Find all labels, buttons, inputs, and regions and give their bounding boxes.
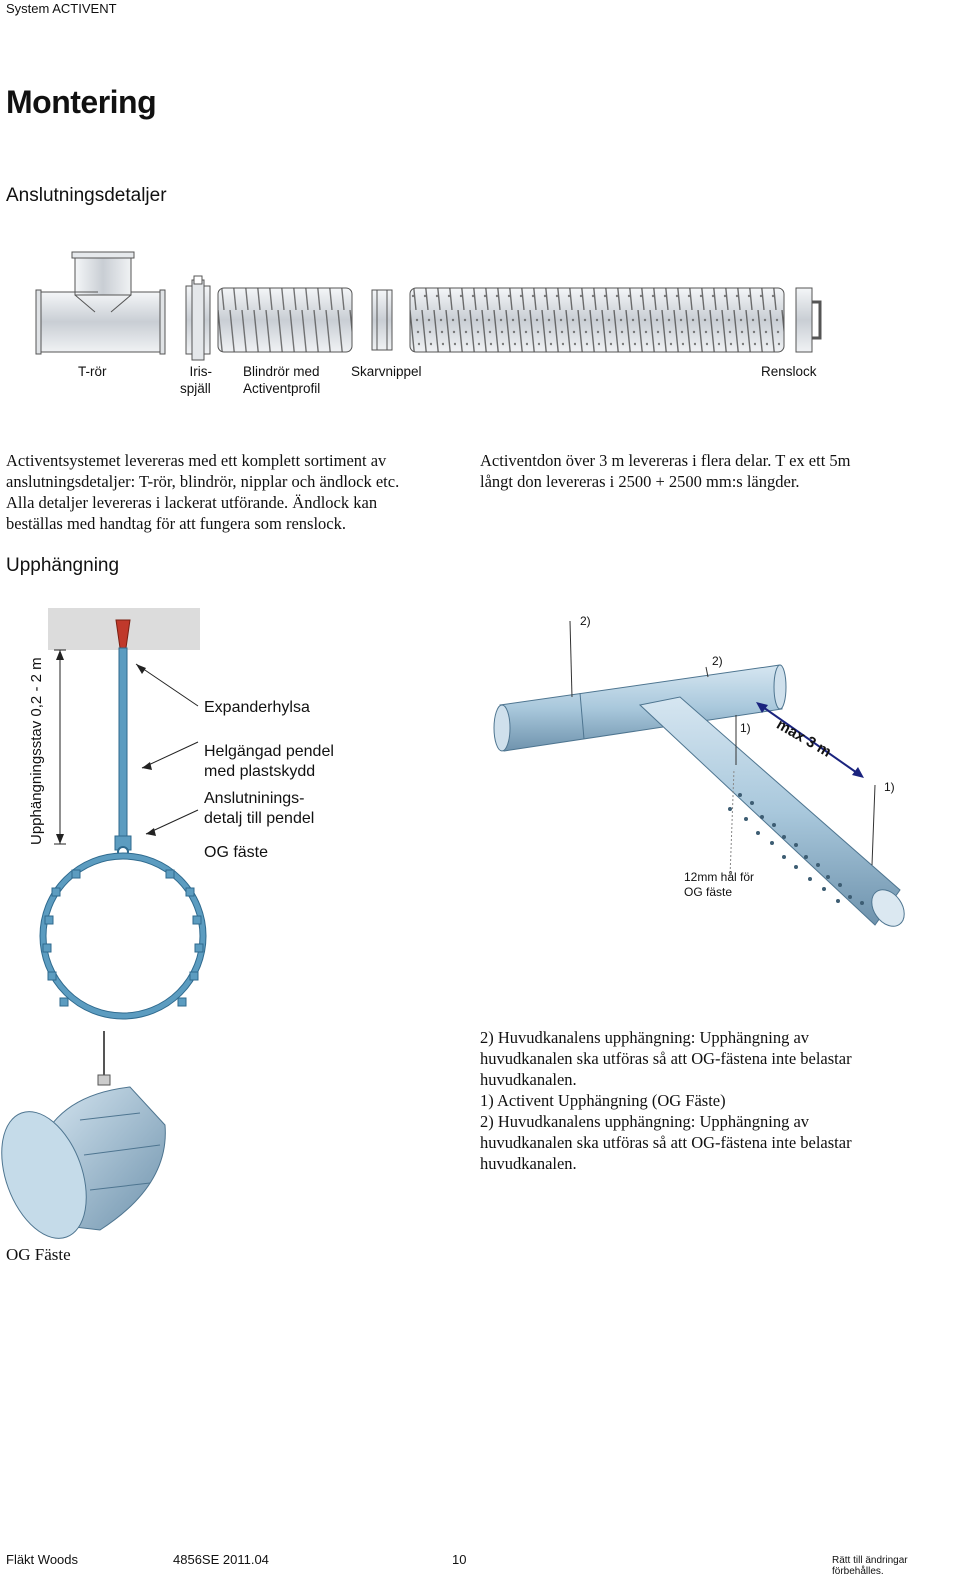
label-og-faste: OG fäste — [204, 844, 269, 861]
note-line: 2) Huvudkanalens upphängning: Upphängnin… — [480, 1112, 810, 1131]
renslock-icon — [795, 287, 822, 353]
footer-page-number: 10 — [452, 1552, 467, 1567]
threaded-rod — [118, 647, 128, 839]
note-line: huvudkanalen. — [480, 1070, 577, 1089]
caption-t-ror: T-rör — [78, 364, 107, 379]
label-expanderhylsa: Expanderhylsa — [204, 699, 310, 716]
blindror-icon — [217, 287, 353, 353]
note-line: huvudkanalen ska utföras så att OG-fäste… — [480, 1133, 852, 1152]
branch-duct — [638, 696, 901, 926]
paragraph-line: anslutningsdetaljer: T-rör, blindrör, ni… — [6, 472, 400, 491]
note-line: huvudkanalen. — [480, 1154, 577, 1173]
rod-length-label: Upphängningsstav 0,2 - 2 m — [28, 657, 45, 845]
footer-doc-number: 4856SE 2011.04 — [173, 1552, 269, 1567]
iris-spjall-icon — [185, 275, 211, 361]
system-diagram — [493, 620, 905, 927]
label-2-top: 2) — [580, 614, 591, 628]
activent-don-icon — [409, 287, 785, 353]
note-line: huvudkanalen ska utföras så att OG-fäste… — [480, 1049, 852, 1068]
note-line: 1) Activent Upphängning (OG Fäste) — [480, 1091, 726, 1110]
paragraph-line: Alla detaljer levereras i lackerat utför… — [6, 493, 378, 512]
caption-skarvnippel: Skarvnippel — [351, 364, 422, 379]
label-anslutning: Anslutninings- detalj till pendel — [204, 789, 314, 829]
paragraph-assortment: Activentsystemet levereras med ett kompl… — [6, 450, 476, 534]
hanger-main-2 — [705, 666, 709, 678]
label-pendel-line: med plastskydd — [204, 763, 316, 780]
components-illustration — [35, 251, 822, 361]
footer-company: Fläkt Woods — [6, 1552, 79, 1567]
perforations — [728, 793, 864, 905]
label-anslutning-line: Anslutninings- — [204, 790, 305, 807]
section-heading-upphangning: Upphängning — [6, 555, 120, 576]
label-1-mid: 1) — [740, 721, 751, 735]
label-hole: 12mm hål för OG fäste — [684, 870, 754, 900]
hanger-main-1 — [569, 620, 573, 698]
skarvnippel-icon — [371, 289, 393, 351]
label-hole-line: 12mm hål för — [684, 870, 755, 884]
label-pendel-line: Helgängad pendel — [204, 743, 334, 760]
t-ror-icon — [35, 251, 166, 355]
header-brand: System ACTIVENT — [6, 1, 117, 16]
caption-iris-line1: Iris- — [189, 364, 213, 379]
paragraph-line: Activentdon över 3 m levereras i flera d… — [480, 451, 851, 470]
max-length-arrow — [759, 704, 861, 776]
main-duct — [499, 664, 783, 752]
notes-paragraph: 2) Huvudkanalens upphängning: Upphängnin… — [480, 1027, 950, 1174]
note-line: 2) Huvudkanalens upphängning: Upphängnin… — [480, 1028, 810, 1047]
label-pendel: Helgängad pendel med plastskydd — [204, 742, 334, 782]
label-2-mid: 2) — [712, 654, 723, 668]
label-1-right: 1) — [884, 780, 895, 794]
paragraph-delivery: Activentdon över 3 m levereras i flera d… — [480, 450, 950, 492]
paragraph-line: långt don levereras i 2500 + 2500 mm:s l… — [480, 472, 800, 491]
section-heading-anslutningsdetaljer: Anslutningsdetaljer — [6, 185, 167, 206]
caption-blindror-line1: Blindrör med — [243, 364, 320, 379]
paragraph-line: beställas med handtag för att fungera so… — [6, 514, 346, 533]
footer-rights: Rätt till ändringar förbehålles. — [832, 1555, 908, 1577]
paragraph-line: Activentsystemet levereras med ett kompl… — [6, 451, 387, 470]
caption-renslock: Renslock — [761, 364, 817, 379]
caption-iris-line2: spjäll — [180, 381, 211, 396]
og-faste-illustration — [1, 1031, 166, 1239]
og-faste-caption: OG Fäste — [6, 1245, 71, 1264]
label-anslutning-line: detalj till pendel — [204, 810, 315, 827]
label-hole-line: OG fäste — [684, 885, 733, 899]
og-ring — [40, 853, 206, 1019]
page-title: Montering — [6, 84, 157, 120]
og-hanger-2 — [871, 784, 876, 866]
hanger-diagram — [39, 608, 207, 1020]
caption-blindror-line2: Activentprofil — [243, 381, 321, 396]
